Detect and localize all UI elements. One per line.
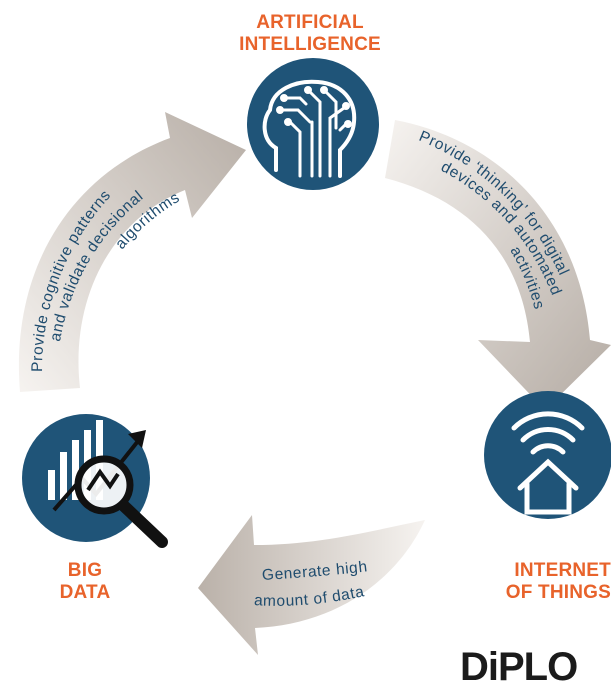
iot-circle [484, 391, 611, 519]
big-data-title-line1: BIG [67, 560, 103, 581]
ai-title-line1: ARTIFICIAL [256, 12, 364, 33]
iot-title: INTERNET OF THINGS [488, 560, 611, 604]
iot-title-line1: INTERNET [514, 560, 611, 581]
arrow-bd-to-ai [18, 112, 247, 392]
arrow-ai-to-iot [385, 120, 611, 410]
iot-title-line2: OF THINGS [505, 582, 611, 603]
ai-title-line2: INTELLIGENCE [239, 34, 381, 55]
ai-node [247, 58, 379, 190]
magnifier-chart-icon [48, 420, 168, 548]
arrow-iot-to-bd [198, 515, 425, 655]
brain-circuit-head-icon [262, 79, 357, 178]
big-data-node [22, 414, 168, 548]
wifi-house-icon [511, 411, 585, 515]
iot-node [484, 391, 611, 519]
ai-title: ARTIFICIAL INTELLIGENCE [215, 12, 405, 56]
diplo-logo: DiPLO [460, 645, 578, 689]
big-data-title: BIG DATA [40, 560, 130, 604]
big-data-title-line2: DATA [59, 582, 111, 603]
